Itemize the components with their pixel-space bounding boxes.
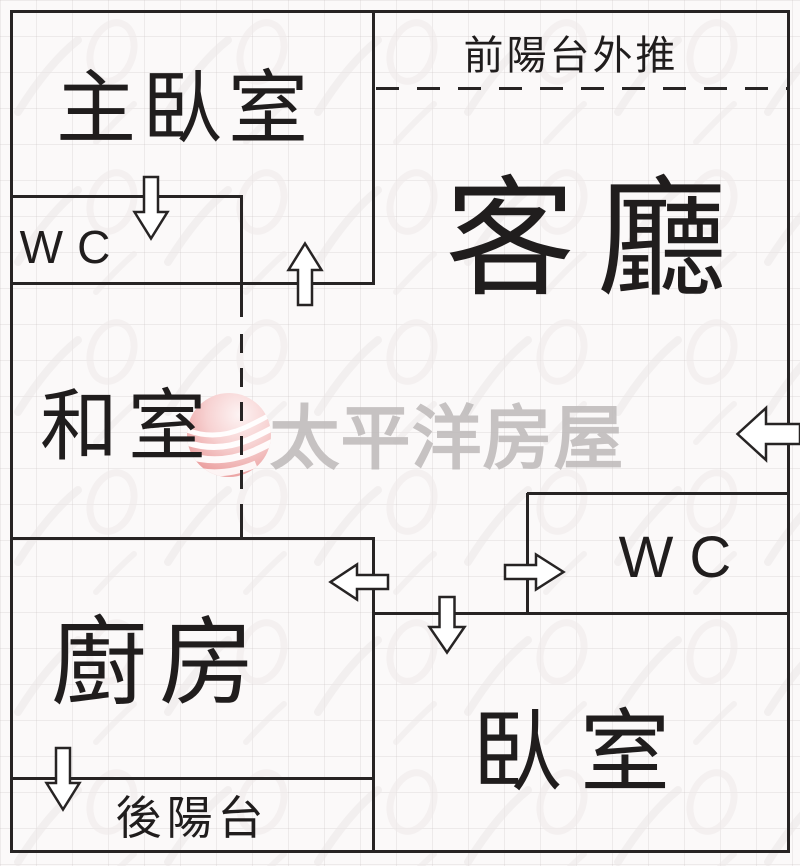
door-arrow-hall-to-wc-right-icon <box>503 552 566 592</box>
room-label-bedroom: 臥室 <box>472 703 688 803</box>
room-label-master-bedroom: 主臥室 <box>56 64 314 153</box>
room-label-wc-bottom: WC <box>618 525 748 590</box>
door-arrow-hall-to-kitchen-left-icon <box>328 562 390 602</box>
room-label-kitchen: 廚房 <box>51 610 267 717</box>
room-label-wc-top: WC <box>19 221 125 273</box>
door-arrow-kitchen-to-balcony-down-icon <box>44 746 82 812</box>
door-arrow-entrance-left-icon <box>735 405 800 463</box>
dashed-partitions <box>240 87 789 507</box>
room-label-back-balcony: 後陽台 <box>115 792 269 844</box>
room-label-living-room: 客廳 <box>444 166 750 312</box>
pacific-logo-icon <box>187 393 271 477</box>
door-arrow-hall-to-bedroom-down-icon <box>427 595 467 655</box>
door-arrow-tatami-to-master-up-icon <box>286 241 324 307</box>
door-arrow-master-to-wc-down-icon <box>132 175 170 241</box>
room-label-tatami-room: 和室 <box>39 382 217 470</box>
brand-watermark-text: 太平洋房屋 <box>269 399 625 478</box>
room-label-front-balcony: 前陽台外推 <box>463 34 679 78</box>
